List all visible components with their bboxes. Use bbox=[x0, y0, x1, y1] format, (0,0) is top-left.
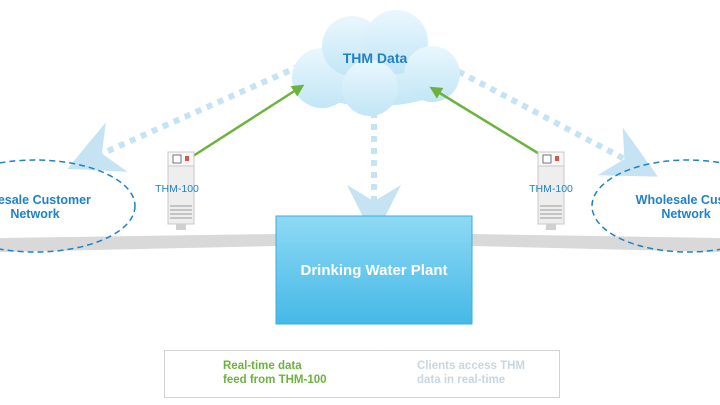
legend-blue-label: Clients access THM data in real-time bbox=[417, 360, 526, 386]
thm-100-right-label: THM-100 bbox=[529, 183, 573, 195]
pipe-right bbox=[472, 234, 720, 252]
green-arrow-left-device-to-cloud bbox=[189, 84, 305, 160]
thm-100-device-left bbox=[167, 151, 195, 230]
plant-label: Drinking Water Plant bbox=[300, 262, 448, 279]
pipe-left bbox=[0, 234, 276, 252]
plant-box bbox=[275, 215, 473, 325]
green-arrow-right-device-to-cloud bbox=[429, 86, 547, 160]
dashed-arrow-cloud-to-left-network bbox=[67, 63, 302, 172]
left-network-ellipse bbox=[0, 159, 136, 253]
right-network-ellipse bbox=[591, 159, 720, 253]
thm-100-left-label: THM-100 bbox=[155, 183, 199, 195]
right-network-label: Wholesale Custo Network bbox=[635, 193, 720, 222]
thm-100-device-right bbox=[537, 151, 565, 230]
cloud-shape bbox=[292, 10, 460, 116]
left-network-label: holesale Customer Network bbox=[0, 193, 91, 222]
legend-box: Real-time data feed from THM-100 Clients… bbox=[164, 350, 560, 398]
cloud-label: THM Data bbox=[342, 50, 408, 66]
legend-green-label: Real-time data feed from THM-100 bbox=[223, 360, 327, 386]
